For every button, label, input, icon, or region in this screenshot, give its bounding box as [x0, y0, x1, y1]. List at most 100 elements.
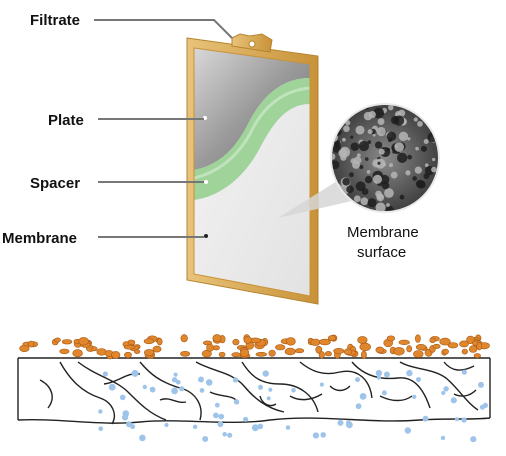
label-membrane-surface-line2: surface: [357, 244, 406, 261]
retained-particle: [406, 345, 413, 353]
permeate-particle: [176, 379, 181, 385]
permeate-particle: [171, 387, 179, 395]
pore: [361, 188, 369, 195]
label-membrane: Membrane: [2, 230, 77, 247]
pore: [388, 163, 393, 168]
permeate-particle: [285, 425, 291, 430]
pore: [367, 129, 373, 135]
permeate-particle: [257, 423, 264, 430]
retained-particle: [59, 348, 70, 355]
retained-particle: [393, 347, 405, 356]
permeate-particle: [251, 424, 259, 432]
retained-particle: [201, 350, 212, 358]
pore: [414, 166, 422, 174]
permeate-particle: [383, 371, 390, 378]
retained-particle: [473, 353, 481, 359]
label-spacer: Spacer: [30, 175, 80, 192]
retained-particle: [124, 351, 132, 359]
spacer-region: [194, 78, 310, 200]
retained-particle: [156, 338, 163, 346]
retained-particle: [284, 347, 296, 356]
permeate-particle: [213, 412, 219, 419]
permeate-particle: [131, 369, 139, 377]
pore: [374, 141, 383, 149]
pore: [358, 140, 370, 152]
pore: [341, 105, 351, 111]
retained-particle: [442, 348, 449, 355]
retained-particle: [134, 349, 141, 354]
permeate-particle: [312, 432, 319, 439]
pore: [405, 170, 411, 176]
permeate-particle: [375, 369, 383, 377]
retained-particle: [357, 336, 368, 344]
permeate-particle: [443, 386, 449, 392]
permeate-particle: [139, 434, 146, 442]
pore: [363, 111, 373, 121]
permeate-particle: [205, 379, 213, 386]
permeate-particle: [381, 390, 387, 396]
pore: [364, 175, 373, 184]
retained-particle: [72, 349, 83, 358]
retained-particle: [386, 335, 396, 342]
permeate-particle: [319, 382, 324, 387]
pore: [373, 107, 385, 119]
permeate-particle: [142, 384, 147, 390]
retained-particle: [91, 346, 98, 352]
retained-particle: [459, 340, 469, 348]
pore: [386, 203, 390, 207]
pore: [423, 173, 430, 180]
permeate-particle: [164, 422, 169, 428]
permeate-particle: [262, 370, 269, 377]
pore: [361, 209, 365, 211]
pore: [394, 142, 405, 152]
permeate-particle: [355, 403, 362, 410]
permeate-particle: [355, 377, 360, 383]
permeate-particle: [199, 388, 205, 393]
pore: [387, 105, 394, 111]
pore: [393, 115, 405, 126]
permeate-particle: [406, 369, 413, 377]
permeate-particle: [222, 432, 227, 437]
pore: [355, 125, 365, 135]
pore: [350, 142, 360, 151]
permeate-particle: [171, 377, 178, 383]
permeate-particle: [126, 421, 132, 428]
retained-particle: [324, 351, 332, 357]
pore: [346, 206, 354, 211]
pore: [381, 181, 390, 190]
retained-particle: [398, 339, 410, 346]
pore: [367, 198, 377, 208]
permeate-particle: [98, 426, 103, 432]
permeate-particle: [268, 387, 273, 392]
retained-particle: [275, 344, 286, 351]
pore: [337, 120, 342, 124]
permeate-particle: [266, 396, 271, 401]
retained-particle: [143, 338, 155, 345]
pore: [399, 194, 405, 200]
pore: [398, 131, 409, 142]
pore: [332, 160, 340, 170]
pore: [357, 153, 361, 158]
retained-particle: [318, 351, 325, 359]
retained-particle: [429, 337, 436, 343]
pore: [384, 188, 394, 198]
permeate-particle: [412, 394, 417, 399]
retained-particle: [285, 337, 296, 346]
retained-particle: [343, 348, 353, 356]
permeate-particle: [198, 376, 204, 383]
pore: [432, 197, 438, 203]
permeate-particle: [102, 371, 108, 377]
retained-particle: [61, 339, 73, 345]
permeate-particle: [416, 377, 421, 382]
pore: [338, 148, 348, 158]
permeate-particle: [441, 390, 446, 396]
pore: [372, 174, 383, 184]
pore: [375, 202, 386, 211]
retained-particles: [19, 334, 490, 360]
pore: [355, 181, 366, 192]
retained-particle: [294, 348, 305, 354]
pore: [431, 166, 437, 173]
retained-particle: [472, 340, 479, 346]
permeate-particle: [337, 419, 344, 426]
pore: [366, 169, 371, 174]
